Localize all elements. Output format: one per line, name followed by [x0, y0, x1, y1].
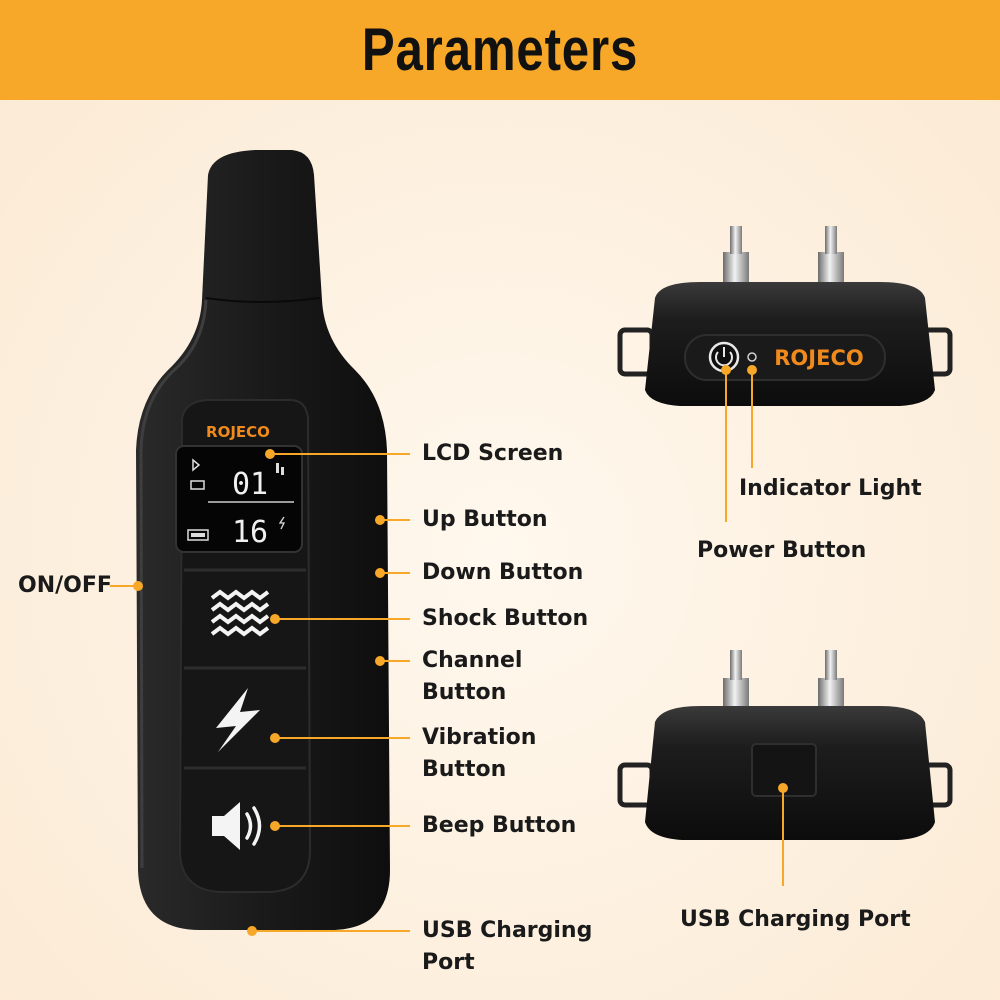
remote-edge-highlight	[139, 299, 208, 869]
label-shock-button: Shock Button	[422, 606, 589, 631]
label-lcd-screen: LCD Screen	[422, 441, 564, 466]
lcd-signal-icon	[192, 458, 201, 472]
lcd-battery-icon	[187, 529, 209, 541]
callout-lines	[110, 365, 788, 936]
label-channel-button-line2: Button	[422, 680, 507, 705]
collar-brand-logo: ROJECO	[774, 346, 863, 370]
lightning-bolt-icon	[216, 688, 260, 752]
title-banner	[0, 0, 1000, 100]
label-channel-button-line1: Channel	[422, 648, 523, 673]
label-indicator-light: Indicator Light	[739, 476, 922, 501]
speaker-icon	[212, 802, 262, 850]
label-vibration-button-line2: Button	[422, 757, 507, 782]
label-power-button: Power Button	[697, 538, 867, 563]
page-title: Parameters	[361, 16, 639, 83]
shock-button-icon	[210, 589, 270, 637]
lcd-bolt-icon	[278, 516, 286, 530]
lcd-level-value: 16	[232, 515, 268, 550]
remote-transmitter: ROJECO 01 16	[136, 150, 390, 930]
label-usb-charging-port-line1: USB Charging	[422, 918, 593, 943]
lcd-mode-icon	[190, 480, 205, 490]
label-vibration-button-line1: Vibration	[422, 725, 537, 750]
collar-receiver-back	[617, 650, 953, 840]
lcd-channel-bars-icon	[276, 463, 279, 473]
label-usb-charging-port-line2: Port	[422, 950, 475, 975]
remote-antenna-seam	[205, 297, 321, 303]
label-beep-button: Beep Button	[422, 813, 577, 838]
label-vibration-button: Vibration Button	[422, 722, 536, 786]
label-on-off: ON/OFF	[18, 573, 112, 598]
remote-brand-logo: ROJECO	[206, 423, 270, 441]
collar-indicator-light	[747, 352, 757, 362]
collar-receiver-front: ROJECO	[617, 226, 953, 406]
label-collar-usb-charging-port: USB Charging Port	[680, 907, 911, 932]
lcd-channel-value: 01	[232, 467, 268, 502]
collar-front-panel	[684, 334, 886, 381]
power-icon	[715, 351, 733, 367]
label-channel-button: Channel Button	[422, 645, 522, 709]
label-down-button: Down Button	[422, 560, 584, 585]
label-up-button: Up Button	[422, 507, 548, 532]
label-usb-charging-port: USB Charging Port	[422, 915, 592, 979]
lcd-screen: 01 16	[175, 445, 303, 553]
